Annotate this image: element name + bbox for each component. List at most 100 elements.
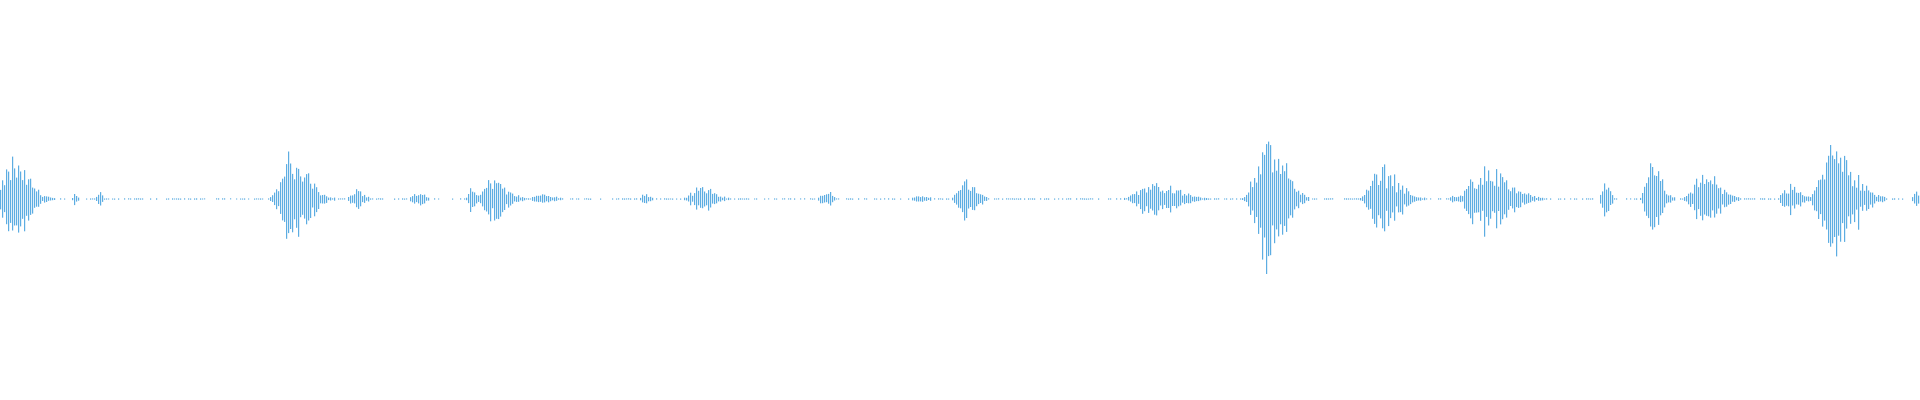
waveform-bar <box>1344 198 1346 200</box>
waveform-bar <box>2 180 4 218</box>
waveform-bar <box>764 198 766 200</box>
waveform-bar <box>412 196 414 203</box>
waveform-bar <box>324 194 326 204</box>
waveform-bar <box>1148 187 1150 213</box>
waveform-bar <box>1014 198 1016 200</box>
waveform-bar <box>642 194 644 203</box>
waveform-bar <box>1530 195 1532 203</box>
waveform-bar <box>490 183 492 222</box>
waveform-bar <box>984 196 986 201</box>
waveform-bar <box>980 194 982 203</box>
waveform-bar <box>150 198 152 200</box>
waveform-bar <box>1700 182 1702 216</box>
waveform-bar <box>40 195 42 204</box>
waveform-bar <box>270 197 272 201</box>
waveform-bar <box>648 197 650 202</box>
waveform-bar <box>560 197 562 201</box>
waveform-bar <box>1224 198 1226 200</box>
waveform-bar <box>230 198 232 200</box>
waveform-bar <box>1840 157 1842 242</box>
waveform-bar <box>1512 187 1514 209</box>
waveform-bar <box>280 182 282 214</box>
waveform-bar <box>200 198 202 200</box>
waveform-bar <box>1076 198 1078 200</box>
waveform-bar <box>4 185 6 213</box>
waveform-bar <box>1040 198 1042 200</box>
waveform-bar <box>788 198 790 200</box>
waveform-bar <box>1650 163 1652 227</box>
waveform-bar <box>194 198 196 200</box>
waveform-bar <box>670 198 672 200</box>
waveform-bar <box>1680 198 1682 200</box>
waveform-bar <box>1450 197 1452 201</box>
waveform-bar <box>1376 174 1378 228</box>
waveform-bar <box>1886 198 1888 200</box>
waveform-bar <box>142 198 144 200</box>
waveform-bar <box>1254 178 1256 224</box>
waveform-bar <box>1156 183 1158 216</box>
waveform-bar <box>426 197 428 201</box>
waveform-bar <box>52 197 54 201</box>
waveform-bar <box>1346 198 1348 200</box>
waveform-bar <box>852 198 854 200</box>
waveform-bar <box>1634 198 1636 200</box>
waveform-bar <box>402 198 404 200</box>
waveform-bar <box>258 198 260 200</box>
waveform-bar <box>1800 192 1802 207</box>
waveform-bar <box>1752 198 1754 200</box>
waveform-bar <box>1652 167 1654 230</box>
waveform-bar <box>1844 155 1846 242</box>
waveform-bar <box>1380 180 1382 219</box>
waveform-bar <box>1600 194 1602 204</box>
waveform-bar <box>1838 163 1840 236</box>
waveform-bar <box>1812 194 1814 206</box>
waveform-bar <box>404 198 406 200</box>
waveform-bar <box>1816 187 1818 212</box>
waveform-bar <box>1482 184 1484 211</box>
waveform-bar <box>924 197 926 201</box>
waveform-bar <box>1210 198 1212 200</box>
waveform-bar <box>930 197 932 201</box>
waveform-bar <box>1876 196 1878 202</box>
waveform-bar <box>1502 177 1504 220</box>
waveform-bar <box>102 195 104 202</box>
waveform-bar <box>184 198 186 200</box>
waveform-bar <box>1746 198 1748 200</box>
waveform-bar <box>1054 198 1056 200</box>
waveform-bar <box>722 197 724 201</box>
waveform-bar <box>506 194 508 205</box>
waveform-bar <box>1188 193 1190 204</box>
waveform-bar <box>652 197 654 201</box>
waveform-bar <box>524 197 526 201</box>
waveform-bar <box>1258 166 1260 234</box>
waveform-bar <box>1662 179 1664 213</box>
waveform-bar <box>1414 196 1416 202</box>
waveform-bar <box>330 197 332 201</box>
waveform-bar <box>1864 190 1866 205</box>
waveform-bar <box>1496 169 1498 229</box>
waveform-bar <box>850 198 852 200</box>
waveform-bar <box>372 198 374 200</box>
waveform-bar <box>134 198 136 200</box>
waveform-bar <box>1542 197 1544 201</box>
waveform-bar <box>1734 196 1736 202</box>
waveform-bar <box>1464 190 1466 209</box>
waveform-bar <box>322 195 324 204</box>
waveform-bar <box>484 188 486 211</box>
waveform-bar <box>634 198 636 200</box>
waveform-bar <box>1272 172 1274 226</box>
waveform-bar <box>366 197 368 201</box>
waveform-bar <box>1558 198 1560 200</box>
waveform-bar <box>756 198 758 200</box>
waveform-bar <box>1740 198 1742 200</box>
waveform-bar <box>376 198 378 200</box>
waveform-bar <box>414 194 416 204</box>
waveform-bar <box>1726 192 1728 207</box>
waveform-bar <box>784 198 786 200</box>
waveform-bar <box>1810 197 1812 201</box>
waveform-bar <box>534 196 536 202</box>
waveform-bar <box>1294 188 1296 210</box>
waveform-bar <box>1110 198 1112 200</box>
waveform-bar <box>1382 167 1384 229</box>
waveform-bar <box>1788 193 1790 207</box>
